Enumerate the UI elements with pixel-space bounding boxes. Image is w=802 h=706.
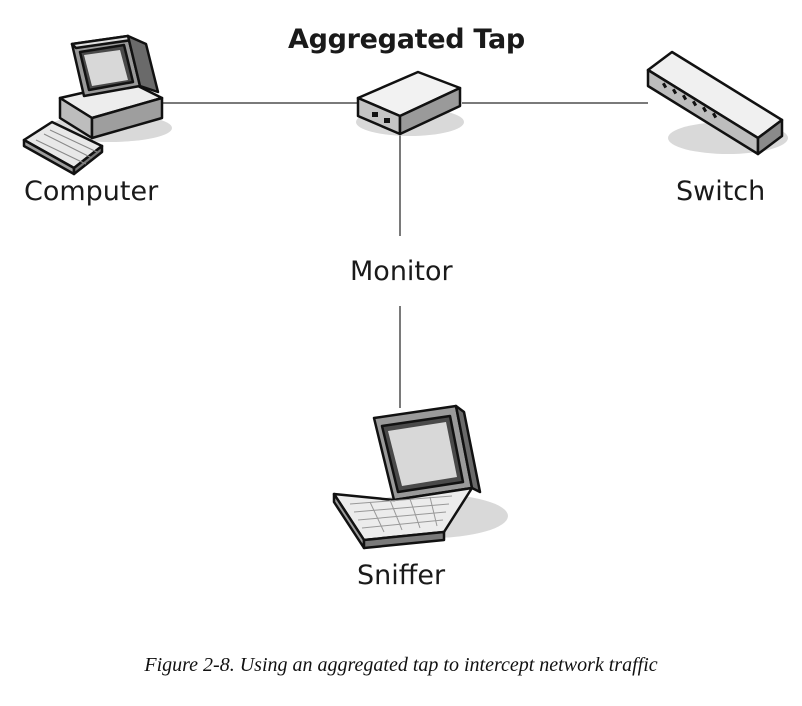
sniffer-label: Sniffer <box>357 560 446 591</box>
tap-title: Aggregated Tap <box>288 24 525 55</box>
computer-label: Computer <box>24 176 159 207</box>
figure-caption: Figure 2-8. Using an aggregated tap to i… <box>144 654 658 676</box>
network-switch-icon <box>646 50 788 156</box>
connection-lines <box>160 102 648 408</box>
desktop-computer-icon <box>22 34 172 176</box>
monitor-label: Monitor <box>346 256 457 287</box>
switch-label: Switch <box>676 176 766 207</box>
laptop-icon <box>332 404 508 550</box>
network-tap-icon <box>356 70 464 136</box>
